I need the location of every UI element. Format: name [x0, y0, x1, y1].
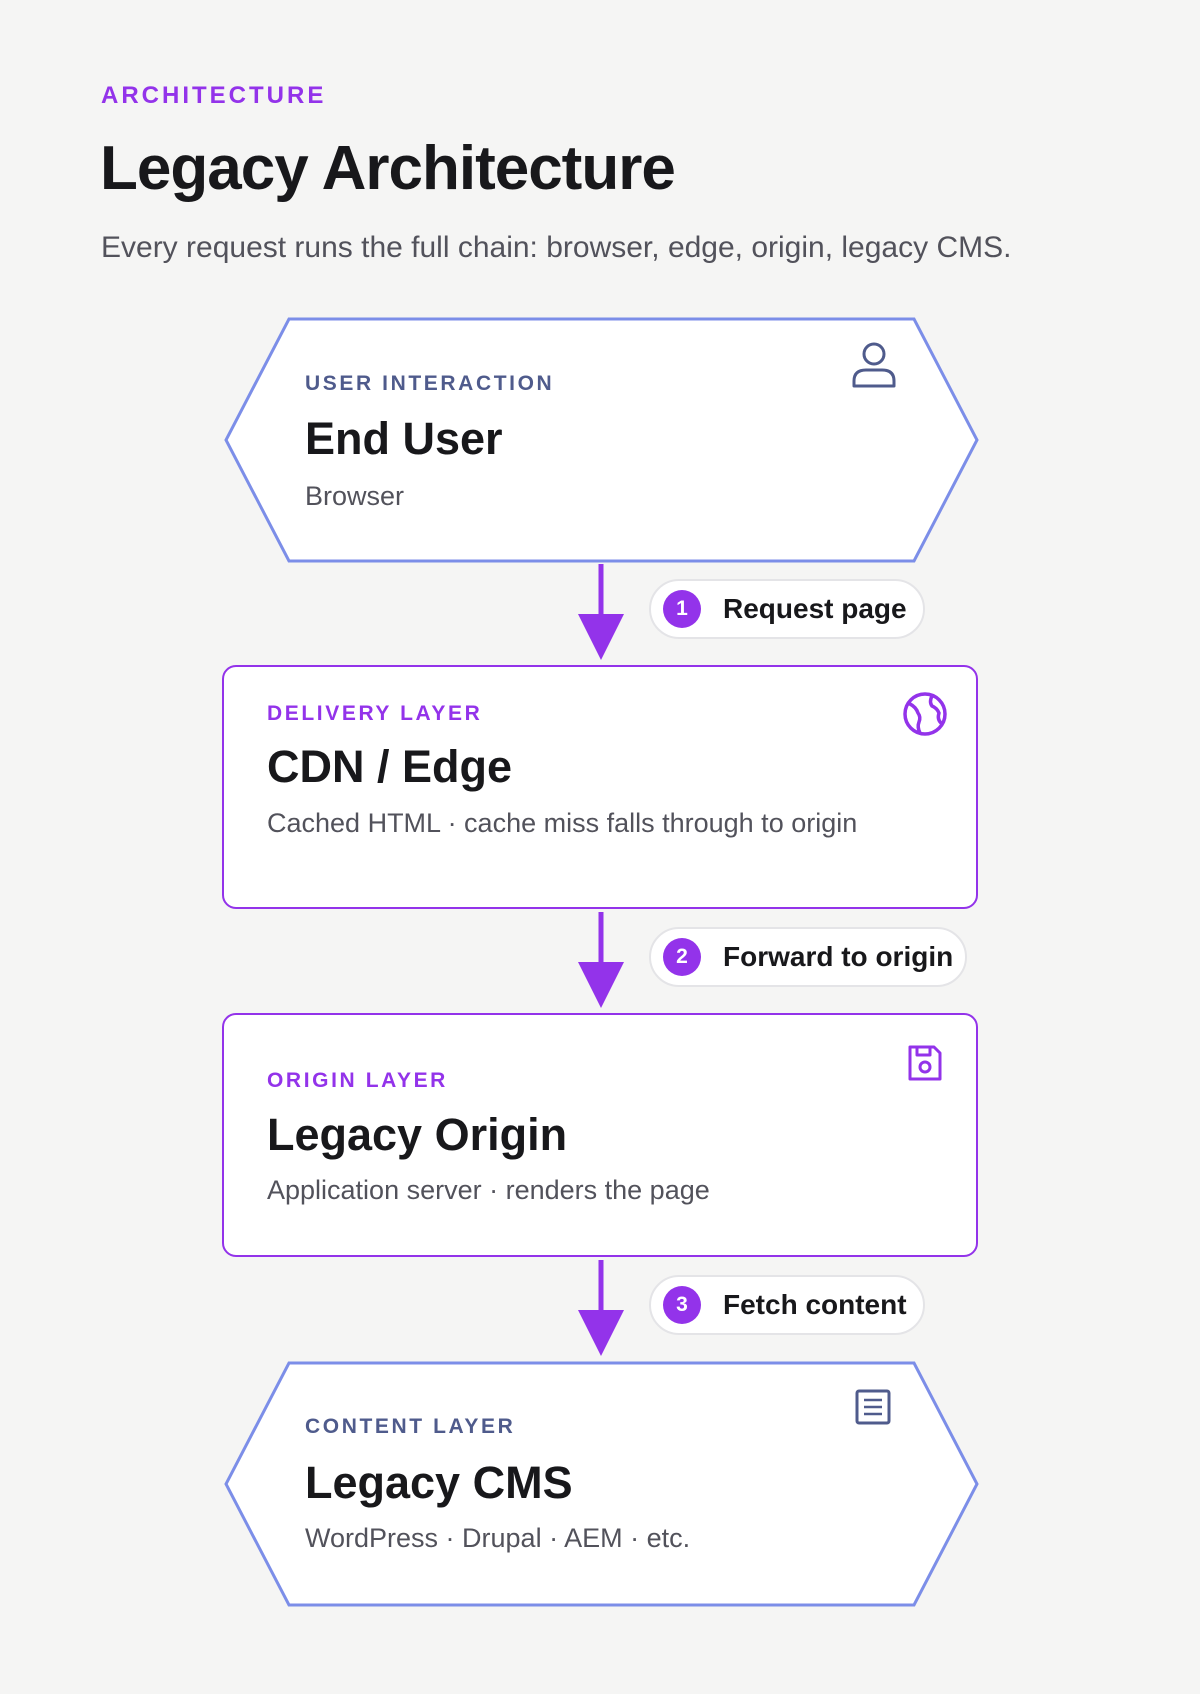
edge-3	[578, 1260, 624, 1356]
node-card	[222, 1013, 978, 1257]
step-number-badge: 3	[663, 1286, 701, 1324]
node-description: Application server · renders the page	[267, 1175, 710, 1205]
step-number-badge: 1	[663, 590, 701, 628]
globe-icon	[903, 692, 947, 736]
edge-label-2: 2 Forward to origin	[649, 927, 967, 987]
node-card	[222, 665, 978, 909]
edge-label-3: 3 Fetch content	[649, 1275, 925, 1335]
node-title: Legacy CMS	[305, 1457, 573, 1508]
arrowhead	[578, 962, 624, 1008]
edge-label-1: 1 Request page	[649, 579, 925, 639]
edge-label-text: Forward to origin	[723, 941, 954, 972]
node-kicker: DELIVERY LAYER	[267, 702, 483, 725]
page-title: Legacy Architecture	[100, 134, 676, 203]
node-kicker: CONTENT LAYER	[305, 1415, 516, 1438]
document-icon	[855, 1389, 891, 1425]
arrowhead	[578, 1310, 624, 1356]
edge-2	[578, 912, 624, 1008]
user-icon	[852, 342, 896, 388]
edge-1	[578, 564, 624, 660]
edge-label-text: Fetch content	[723, 1289, 907, 1320]
node-description: Cached HTML · cache miss falls through t…	[267, 808, 858, 838]
node-description: WordPress · Drupal · AEM · etc.	[305, 1523, 691, 1553]
section-eyebrow: ARCHITECTURE	[101, 82, 327, 109]
page-subtitle: Every request runs the full chain: brows…	[101, 231, 1012, 264]
hexagon-shape	[224, 317, 979, 563]
node-kicker: ORIGIN LAYER	[267, 1069, 448, 1092]
node-title: Legacy Origin	[267, 1109, 568, 1160]
node-title: End User	[305, 413, 503, 464]
edge-label-text: Request page	[723, 593, 907, 624]
node-title: CDN / Edge	[267, 741, 513, 792]
node-description: Browser	[305, 481, 405, 511]
node-kicker: USER INTERACTION	[305, 372, 555, 395]
arrowhead	[578, 614, 624, 660]
save-disk-icon	[908, 1045, 942, 1081]
step-number-badge: 2	[663, 938, 701, 976]
